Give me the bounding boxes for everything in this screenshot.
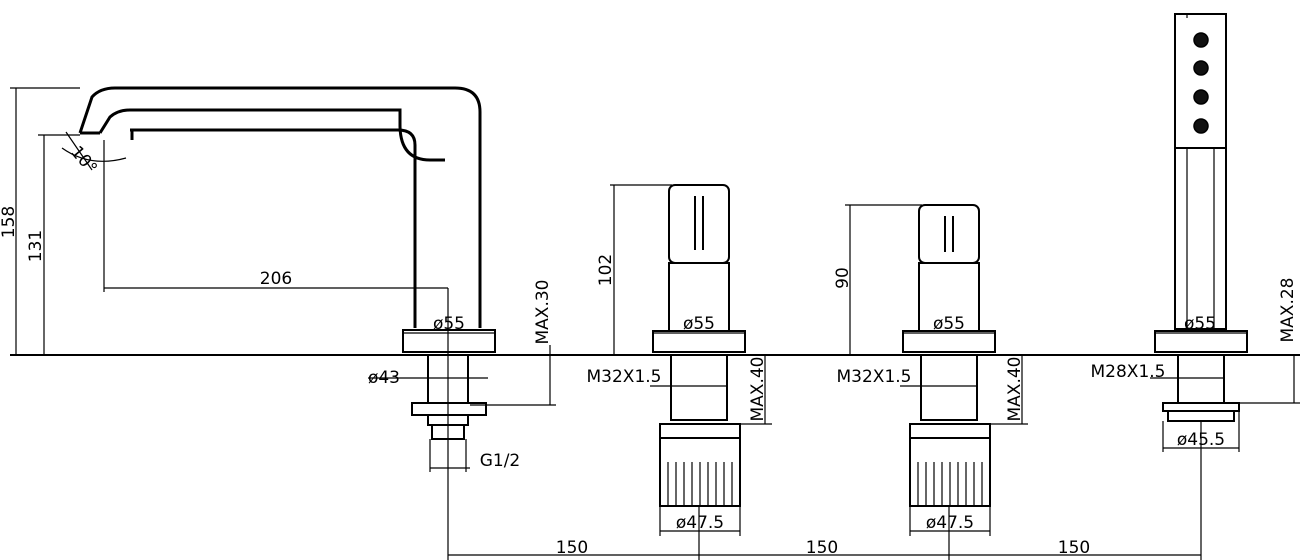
valve-left-max-deck-label: MAX.40	[748, 357, 768, 422]
hand-shower-flange	[1154, 330, 1248, 353]
spout-angle-ref	[65, 131, 93, 171]
shower-thread-label: M28X1.5	[1091, 362, 1166, 382]
hand-shower-nozzle-3	[1193, 89, 1209, 105]
spacing-3-label: 150	[1058, 538, 1090, 558]
shower-max-deck-label: MAX.28	[1278, 278, 1298, 343]
hand-shower-shank	[1177, 354, 1225, 404]
valve-left-nut-knurl	[667, 462, 733, 506]
valve-right-nut-top	[909, 423, 991, 439]
valve-right-thread-label: M32X1.5	[837, 367, 912, 387]
shower-nut-dia-label: ø45.5	[1177, 430, 1225, 450]
hand-shower-nut	[1162, 402, 1240, 412]
valve-right-nut-knurl	[917, 462, 983, 506]
spout-angle-arc	[61, 147, 127, 162]
valve-left-base-dia-label: ø55	[683, 314, 715, 334]
spout-inner-ledge	[130, 128, 417, 328]
dim-131-label: 131	[26, 230, 46, 262]
dim-206-label: 206	[260, 269, 292, 289]
spout-inner-outline	[98, 108, 445, 162]
valve-right-dimensions: 90 ø55 M32X1.5 MAX.40 ø47.5	[833, 204, 1028, 536]
spout-max-deck-label: MAX.30	[533, 280, 553, 345]
hand-shower-dimensions: ø55 M28X1.5 MAX.28 ø45.5	[1091, 278, 1300, 452]
dim-158-label: 158	[0, 206, 19, 238]
spout	[61, 86, 496, 560]
hand-shower-handle	[1174, 147, 1227, 330]
spout-shank-dia-label: ø43	[368, 368, 400, 388]
valve-right	[902, 204, 996, 560]
valve-right-shank	[920, 354, 978, 421]
spout-angle-label: 10°	[66, 142, 101, 178]
valve-right-flange	[902, 330, 996, 353]
valve-right-handle	[918, 204, 980, 264]
shower-base-dia-label: ø55	[1184, 314, 1216, 334]
valve-right-height-label: 90	[833, 267, 853, 289]
valve-right-base-dia-label: ø55	[933, 314, 965, 334]
spacing-dimensions: 150 150 150	[448, 538, 1201, 558]
hand-shower-nozzle-1	[1193, 32, 1209, 48]
spout-outer-outline	[78, 86, 482, 328]
spacing-1-label: 150	[556, 538, 588, 558]
spacing-2-label: 150	[806, 538, 838, 558]
spout-base-dia-label: ø55	[433, 314, 465, 334]
hand-shower-nut-lower	[1167, 410, 1235, 422]
valve-left-height-label: 102	[596, 254, 616, 286]
hand-shower	[1154, 13, 1248, 560]
hand-shower-nozzle-2	[1193, 60, 1209, 76]
valve-left-dimensions: 102 ø55 M32X1.5 MAX.40 ø47.5	[587, 184, 772, 536]
valve-left-thread-label: M32X1.5	[587, 367, 662, 387]
valve-left-nut-top	[659, 423, 741, 439]
spout-base-flange	[402, 329, 496, 353]
spout-connection-label: G1/2	[480, 451, 521, 471]
valve-right-max-deck-label: MAX.40	[1005, 357, 1025, 422]
valve-left-flange	[652, 330, 746, 353]
hand-shower-nozzle-4	[1193, 118, 1209, 134]
valve-left-body	[668, 262, 730, 332]
valve-right-nut-dia-label: ø47.5	[926, 513, 974, 533]
valve-left-handle	[668, 184, 730, 264]
valve-right-body	[918, 262, 980, 332]
valve-left-nut-dia-label: ø47.5	[676, 513, 724, 533]
valve-left	[652, 184, 746, 560]
valve-left-shank	[670, 354, 728, 421]
